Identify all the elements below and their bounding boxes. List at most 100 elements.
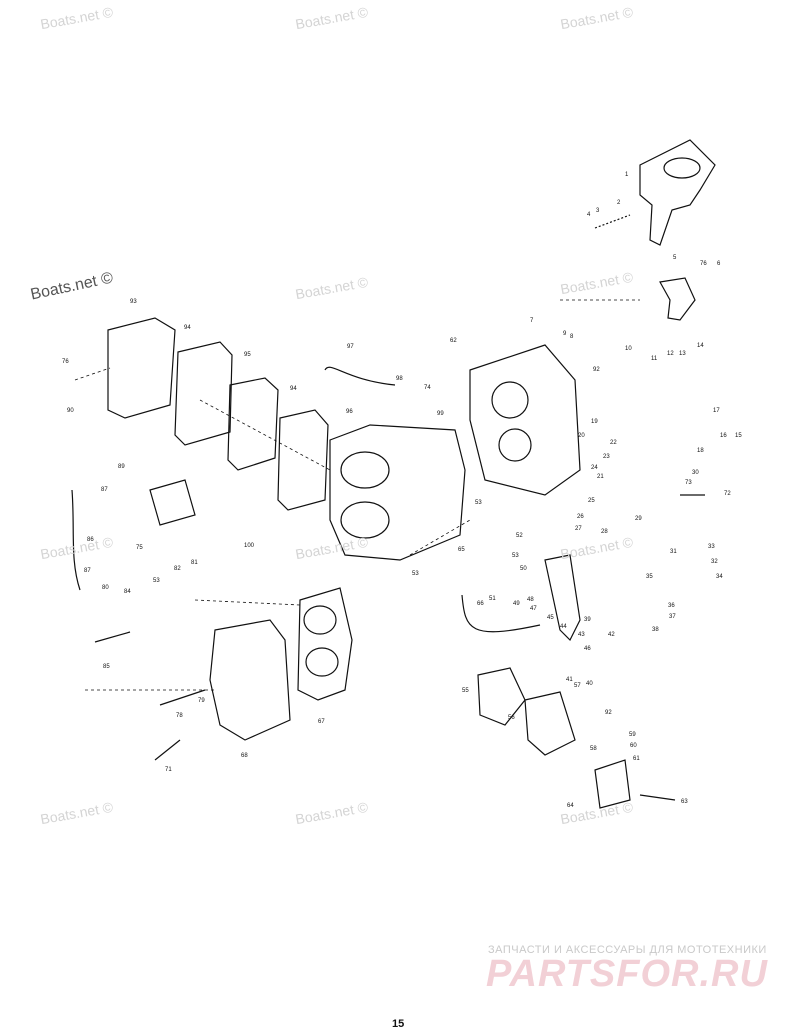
cylinder-block xyxy=(329,424,466,561)
gasket-95 xyxy=(227,377,279,471)
callout-20: 20 xyxy=(578,433,585,439)
callout-35: 35 xyxy=(646,574,653,580)
callout-12: 12 xyxy=(667,351,674,357)
exhaust-cover xyxy=(107,317,176,419)
callout-52: 52 xyxy=(516,533,523,539)
callout-49: 49 xyxy=(513,601,520,607)
callout-62: 62 xyxy=(450,338,457,344)
callout-33: 33 xyxy=(708,544,715,550)
callout-2: 2 xyxy=(617,200,621,206)
callout-34: 34 xyxy=(716,574,723,580)
callout-15: 15 xyxy=(735,433,742,439)
callout-61: 61 xyxy=(633,756,640,762)
callout-23: 23 xyxy=(603,454,610,460)
callout-47: 47 xyxy=(530,606,537,612)
callout-95: 95 xyxy=(244,352,251,358)
callout-43: 43 xyxy=(578,632,585,638)
callout-88: 87 xyxy=(101,487,108,493)
crankcase-rear xyxy=(469,344,581,496)
callout-59: 59 xyxy=(629,732,636,738)
callout-87: 87 xyxy=(84,568,91,574)
callout-31: 31 xyxy=(670,549,677,555)
callout-55: 55 xyxy=(462,688,469,694)
callout-100: 100 xyxy=(244,543,255,549)
callout-67: 67 xyxy=(318,719,325,725)
callout-80: 80 xyxy=(102,585,109,591)
callout-32: 32 xyxy=(711,559,718,565)
callout-16: 16 xyxy=(720,433,727,439)
callout-27: 27 xyxy=(575,526,582,532)
callout-78: 78 xyxy=(176,713,183,719)
gasket-94b xyxy=(277,409,329,511)
callout-71: 71 xyxy=(165,767,172,773)
callout-86: 86 xyxy=(87,537,94,543)
callout-65: 65 xyxy=(458,547,465,553)
callout-63: 63 xyxy=(681,799,688,805)
callout-26: 26 xyxy=(577,514,584,520)
callout-21: 21 xyxy=(597,474,604,480)
callout-57: 57 xyxy=(574,683,581,689)
callout-92: 92 xyxy=(593,367,600,373)
hose-66 xyxy=(461,594,541,633)
callout-10: 10 xyxy=(625,346,632,352)
callout-42: 42 xyxy=(608,632,615,638)
callout-85: 85 xyxy=(103,664,110,670)
callout-77: 76 xyxy=(700,261,707,267)
bracket-61 xyxy=(594,759,631,809)
cover-55 xyxy=(477,667,526,726)
callout-84: 84 xyxy=(124,589,131,595)
callout-53d: 53 xyxy=(512,553,519,559)
callout-numbers: 1 2 3 4 5 6 7 8 9 10 11 12 13 14 15 16 1… xyxy=(62,172,742,809)
callout-9: 9 xyxy=(563,331,567,337)
callout-74: 74 xyxy=(424,385,431,391)
callout-92b: 92 xyxy=(605,710,612,716)
callout-68: 68 xyxy=(241,753,248,759)
callout-8: 8 xyxy=(570,334,574,340)
mount-bracket xyxy=(639,139,716,246)
callout-37: 37 xyxy=(669,614,676,620)
callout-75: 75 xyxy=(136,545,143,551)
callout-53b: 53 xyxy=(153,578,160,584)
callout-58: 58 xyxy=(590,746,597,752)
callout-76: 76 xyxy=(62,359,69,365)
callout-94: 94 xyxy=(184,325,191,331)
callout-90: 90 xyxy=(67,408,74,414)
callout-14: 14 xyxy=(697,343,704,349)
small-bracket xyxy=(659,277,696,321)
callout-7: 7 xyxy=(530,318,534,324)
throttle-linkage xyxy=(544,554,581,642)
callout-51: 51 xyxy=(489,596,496,602)
callout-53: 53 xyxy=(412,571,419,577)
callout-3: 3 xyxy=(596,208,600,214)
callout-22: 22 xyxy=(610,440,617,446)
callout-36: 36 xyxy=(668,603,675,609)
callout-41: 41 xyxy=(566,677,573,683)
gasket-94a xyxy=(174,341,233,446)
callout-94b: 94 xyxy=(290,386,297,392)
callout-11: 11 xyxy=(651,356,658,362)
head-gasket xyxy=(297,587,353,701)
callout-48: 48 xyxy=(527,597,534,603)
brand-tagline: ЗАПЧАСТИ И АКСЕССУАРЫ ДЛЯ МОТОТЕХНИКИ xyxy=(488,944,767,956)
callout-40: 40 xyxy=(586,681,593,687)
callout-50: 50 xyxy=(520,566,527,572)
callout-5: 5 xyxy=(673,255,677,261)
bolt-85 xyxy=(94,631,131,643)
callout-56: 56 xyxy=(508,715,515,721)
callout-19: 19 xyxy=(591,419,598,425)
callout-1: 1 xyxy=(625,172,629,178)
callout-64: 64 xyxy=(567,803,574,809)
callout-24: 24 xyxy=(591,465,598,471)
callout-82: 82 xyxy=(174,566,181,572)
callout-44: 44 xyxy=(560,624,567,630)
brand-logo: PARTSFOR.RU xyxy=(486,953,768,995)
callout-13: 13 xyxy=(679,351,686,357)
bolt-63 xyxy=(639,794,676,801)
spark-plug xyxy=(154,739,181,761)
callout-4: 4 xyxy=(587,212,591,218)
page-number: 15 xyxy=(392,1018,405,1030)
callout-99: 99 xyxy=(437,411,444,417)
callout-72: 72 xyxy=(724,491,731,497)
callout-38: 38 xyxy=(652,627,659,633)
